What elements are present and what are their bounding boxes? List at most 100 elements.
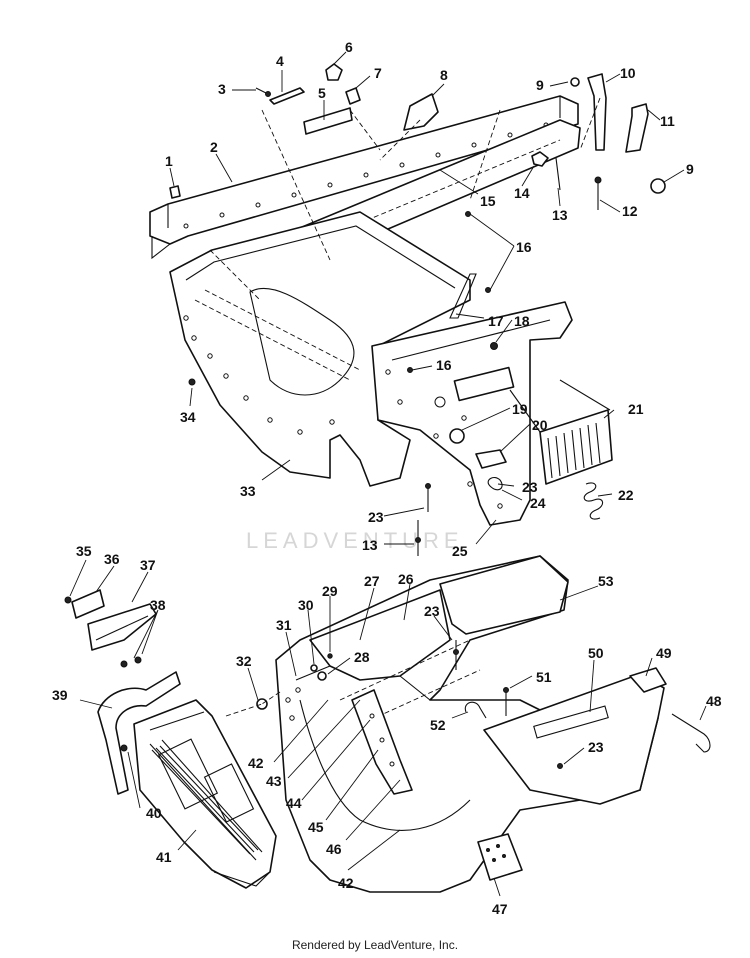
part-23-pin-d: [557, 763, 563, 769]
callout-33: 33: [240, 483, 256, 499]
callout-53: 53: [598, 573, 614, 589]
callout-22: 22: [618, 487, 634, 503]
callout-16b: 16: [436, 357, 452, 373]
callout-4: 4: [276, 53, 284, 69]
part-38-screw-a: [120, 660, 128, 668]
callouts: 1 2 3 4 5 6 7 8 9 10 11 9 12 13 14 15 16…: [52, 39, 722, 917]
side-plate: [371, 301, 573, 526]
part-6-nut: [325, 63, 343, 81]
callout-23b: 23: [368, 509, 384, 525]
part-7-bushing: [345, 87, 361, 105]
part-36-strip: [71, 589, 105, 619]
callout-14: 14: [514, 185, 530, 201]
part-24-clamp: [487, 477, 503, 491]
callout-13a: 13: [552, 207, 568, 223]
callout-32: 32: [236, 653, 252, 669]
part-32-grommet: [256, 698, 268, 710]
part-16-screw-b: [485, 287, 491, 293]
part-9-knob-a: [570, 77, 580, 87]
callout-46: 46: [326, 841, 342, 857]
plate-holes: [385, 369, 503, 509]
part-5-pad: [303, 107, 353, 135]
callout-25: 25: [452, 543, 468, 559]
callout-42b: 42: [338, 875, 354, 891]
part-1-grommet: [169, 185, 181, 199]
callout-23a: 23: [522, 479, 538, 495]
footer-credit: Rendered by LeadVenture, Inc.: [291, 938, 459, 952]
callout-48: 48: [706, 693, 722, 709]
part-52-clip: [464, 701, 487, 719]
callout-24: 24: [530, 495, 546, 511]
upper-assembly: [149, 63, 666, 556]
part-9-knob-b: [650, 178, 666, 194]
part-28-bushing: [317, 671, 327, 681]
callout-23d: 23: [588, 739, 604, 755]
callout-35: 35: [76, 543, 92, 559]
callout-26: 26: [398, 571, 414, 587]
watermark: LEADVENTURE: [246, 528, 464, 553]
callout-13b: 13: [362, 537, 378, 553]
callout-38: 38: [150, 597, 166, 613]
callout-29: 29: [322, 583, 338, 599]
callout-2: 2: [210, 139, 218, 155]
part-34-screw: [188, 378, 196, 386]
callout-18: 18: [514, 313, 530, 329]
part-30-bushing: [310, 664, 318, 672]
callout-50: 50: [588, 645, 604, 661]
callout-36: 36: [104, 551, 120, 567]
leader-lines: [69, 51, 707, 897]
callout-12: 12: [622, 203, 638, 219]
side-panel-assembly: [64, 589, 277, 889]
callout-20: 20: [532, 417, 548, 433]
plate-dots: [486, 844, 506, 862]
callout-8: 8: [440, 67, 448, 83]
part-8-bracket: [403, 93, 439, 131]
callout-28: 28: [354, 649, 370, 665]
part-48-cable: [671, 713, 711, 753]
hood-holes: [183, 315, 335, 435]
callout-16a: 16: [516, 239, 532, 255]
part-38-screw-b: [134, 656, 142, 664]
callout-42a: 42: [248, 755, 264, 771]
rear-assembly: [225, 555, 711, 893]
part-53-deck: [439, 555, 569, 635]
callout-45: 45: [308, 819, 324, 835]
callout-1: 1: [165, 153, 173, 169]
callout-7: 7: [374, 65, 382, 81]
callout-44: 44: [286, 795, 302, 811]
callout-21: 21: [628, 401, 644, 417]
part-37-bracket: [87, 603, 157, 651]
part-18-nut: [490, 342, 498, 350]
callout-30: 30: [298, 597, 314, 613]
part-29-screw: [327, 653, 333, 659]
callout-15: 15: [480, 193, 496, 209]
part-16-screw-a: [465, 211, 471, 217]
part-13-pin-a: [555, 157, 561, 191]
callout-52: 52: [430, 717, 446, 733]
part-39-deflector: [97, 671, 181, 795]
part-47-plate: [477, 833, 523, 881]
part-10-arm: [587, 73, 607, 151]
plate-slot: [453, 366, 515, 402]
part-14-nut: [531, 151, 549, 167]
grille: [539, 409, 613, 485]
callout-34: 34: [180, 409, 196, 425]
callout-39: 39: [52, 687, 68, 703]
callout-11: 11: [660, 113, 675, 129]
callout-37: 37: [140, 557, 156, 573]
part-20-clip: [475, 449, 507, 469]
callout-10: 10: [620, 65, 636, 81]
callout-5: 5: [318, 85, 326, 101]
callout-51: 51: [536, 669, 552, 685]
part-22-spring: [583, 482, 604, 520]
part-35-screw: [64, 596, 72, 604]
callout-31: 31: [276, 617, 292, 633]
callout-23c: 23: [424, 603, 440, 619]
rear-holes: [285, 687, 301, 721]
callout-27: 27: [364, 573, 380, 589]
callout-47: 47: [492, 901, 508, 917]
part-11-handle: [625, 103, 649, 153]
callout-9a: 9: [536, 77, 544, 93]
callout-3: 3: [218, 81, 226, 97]
part-4-strip: [269, 87, 305, 105]
